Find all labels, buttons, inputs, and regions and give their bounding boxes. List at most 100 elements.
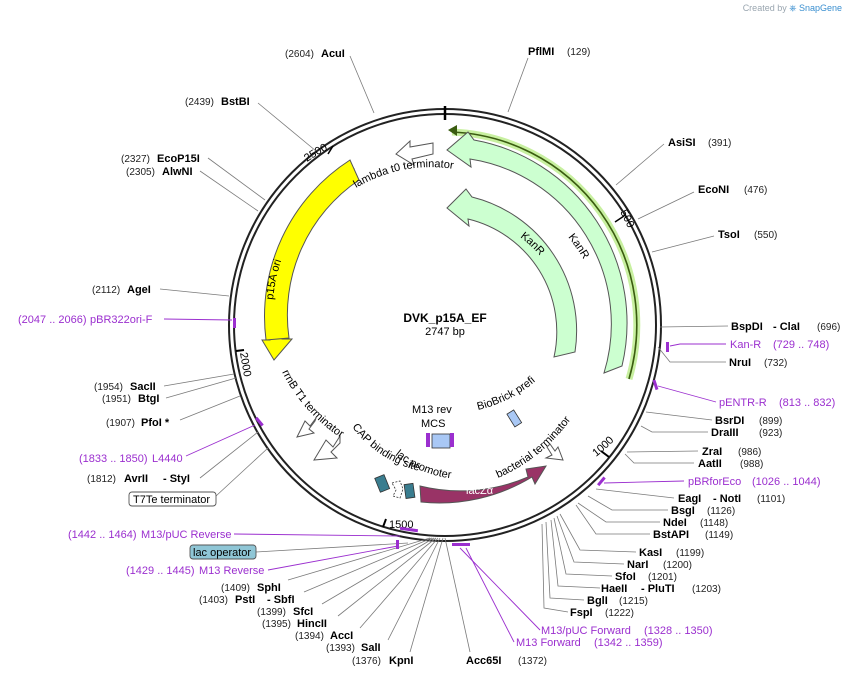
site-aatii[interactable]: AatII (988) (698, 458, 763, 470)
primer-m13puc-forward[interactable]: M13/pUC Forward (1328 .. 1350) (541, 625, 713, 637)
leader-brui (657, 346, 726, 363)
feature-lambda-t0-terminator[interactable] (395, 139, 434, 167)
feature-mcs-block[interactable] (431, 433, 451, 449)
site-bsrdi[interactable]: BsrDI (899) (715, 415, 782, 427)
site-avrii-styi[interactable]: (1812) AvrII - StyI (87, 473, 190, 485)
site-psti-sbfi[interactable]: (1403) PstI - SbfI (199, 594, 295, 606)
site-sali[interactable]: (1393) SalI (326, 642, 381, 654)
site-agei[interactable]: (2112) AgeI (92, 284, 151, 296)
svg-text:ZraI: ZraI (702, 446, 722, 458)
svg-text:M13/pUC Reverse: M13/pUC Reverse (141, 529, 231, 541)
svg-text:(1126): (1126) (707, 506, 735, 517)
leader-bsrdi (645, 411, 713, 421)
site-sphi[interactable]: (1409) SphI (221, 582, 281, 594)
site-bstapi[interactable]: BstAPI (1149) (653, 529, 733, 541)
primer-pbrforeco[interactable]: pBRforEco (1026 .. 1044) (688, 476, 821, 488)
primer-m13-reverse[interactable]: (1429 .. 1445) M13 Reverse (126, 565, 264, 577)
feature-cap-binding-block[interactable] (374, 474, 391, 493)
site-pfoi[interactable]: (1907) PfoI * (106, 417, 170, 429)
feature-kanr-outer[interactable] (446, 131, 628, 374)
label-lacz-alpha: lacZα (466, 485, 494, 497)
tick-label-2000: 2000 (237, 351, 253, 377)
site-acci[interactable]: (1394) AccI (295, 630, 353, 642)
site-bgli[interactable]: BglI (1215) (587, 595, 648, 607)
feature-kanr-inner[interactable] (446, 188, 578, 358)
primer-pbr322ori-f[interactable]: (2047 .. 2066) pBR322ori-F (18, 314, 153, 326)
leader-eagi (595, 488, 675, 499)
plasmid-name: DVK_p15A_EF (403, 311, 486, 325)
svg-text:(1149): (1149) (705, 530, 733, 541)
leader-kpni (409, 537, 444, 653)
primer-m13-forward[interactable]: M13 Forward (1342 .. 1359) (516, 637, 663, 649)
box-lac-operator[interactable]: lac operator (189, 544, 257, 560)
svg-text:BglI: BglI (587, 595, 608, 607)
feature-lacz-alpha[interactable] (419, 465, 547, 504)
site-pflmi[interactable]: PflMI (129) (528, 46, 590, 58)
site-acui[interactable]: (2604) AcuI (285, 48, 345, 60)
svg-text:(2327): (2327) (121, 154, 150, 165)
svg-text:(1215): (1215) (619, 596, 648, 607)
svg-text:(696): (696) (817, 322, 840, 333)
site-sacii[interactable]: (1954) SacII (94, 381, 156, 393)
leader-primer-m13-rev (267, 545, 399, 571)
site-ndei[interactable]: NdeI (1148) (663, 517, 728, 529)
leader-agei (159, 288, 230, 297)
box-t7te-terminator[interactable]: T7Te terminator (128, 491, 217, 507)
svg-text:(476): (476) (744, 185, 767, 196)
leader-asisi (615, 143, 665, 186)
svg-text:(391): (391) (708, 138, 731, 149)
site-nrui[interactable]: NruI (732) (729, 357, 787, 369)
leader-psti (303, 537, 433, 593)
svg-text:BsgI: BsgI (671, 505, 695, 517)
svg-text:(1222): (1222) (605, 608, 634, 619)
svg-text:- NotI: - NotI (713, 493, 741, 505)
svg-text:- SbfI: - SbfI (267, 594, 295, 606)
site-nari[interactable]: NarI (1200) (627, 559, 692, 571)
site-hincii[interactable]: (1395) HincII (262, 618, 327, 630)
feature-lac-promoter-arrow[interactable] (391, 480, 404, 499)
primer-m13puc-reverse[interactable]: (1442 .. 1464) M13/pUC Reverse (68, 529, 231, 541)
svg-text:L4440: L4440 (152, 453, 183, 465)
site-sfoi[interactable]: SfoI (1201) (615, 571, 677, 583)
svg-text:pBRforEco: pBRforEco (688, 476, 741, 488)
site-bspdi-clai[interactable]: BspDI - ClaI (696) (731, 321, 840, 333)
site-zrai[interactable]: ZraI (986) (702, 446, 761, 458)
site-bsgi[interactable]: BsgI (1126) (671, 505, 735, 517)
site-eagi-noti[interactable]: EagI - NotI (1101) (678, 493, 785, 505)
primer-pentr-r[interactable]: pENTR-R (813 .. 832) (719, 397, 835, 409)
leader-draiii (640, 425, 708, 433)
tick-label-2500: 2500 (302, 142, 329, 165)
feature-rrnb-arrow-large[interactable] (313, 434, 341, 461)
site-econi[interactable]: EcoNI (476) (698, 184, 767, 196)
site-asisi[interactable]: AsiSI (391) (668, 137, 731, 149)
leader-bgli (545, 521, 585, 601)
leader-tsoi (651, 235, 715, 253)
site-ecop15i[interactable]: (2327) EcoP15I (121, 153, 200, 165)
svg-text:SacII: SacII (130, 381, 156, 393)
site-acc65i[interactable]: Acc65I (1372) (466, 655, 547, 667)
leader-lac-operator (255, 542, 409, 553)
site-alwni[interactable]: (2305) AlwNI (126, 166, 193, 178)
svg-text:AlwNI: AlwNI (162, 166, 193, 178)
leader-primer-pbr322 (163, 318, 233, 321)
label-m13-rev: M13 rev (412, 404, 452, 416)
site-sfci[interactable]: (1399) SfcI (257, 606, 313, 618)
feature-bacterial-terminator[interactable] (544, 443, 564, 461)
site-tsoi[interactable]: TsoI (550) (718, 229, 777, 241)
primer-kan-r[interactable]: Kan-R (729 .. 748) (730, 339, 829, 351)
site-draiii[interactable]: DraIII (923) (711, 427, 782, 439)
snapgene-credit: Created by ⎈ SnapGene (743, 3, 842, 14)
feature-lac-operator-block[interactable] (403, 482, 416, 499)
site-btgi[interactable]: (1951) BtgI (102, 393, 159, 405)
site-fspi[interactable]: FspI (1222) (570, 607, 634, 619)
primer-l4440[interactable]: (1833 .. 1850) L4440 (79, 453, 183, 465)
svg-text:(1399): (1399) (257, 607, 286, 618)
site-haeii-pluti[interactable]: HaeII - PluTI (1203) (601, 583, 721, 595)
site-kasi[interactable]: KasI (1199) (639, 547, 704, 559)
feature-biobrick-prefix[interactable] (506, 409, 523, 428)
svg-text:(986): (986) (738, 447, 761, 458)
feature-rrnb-arrow-small[interactable] (296, 417, 317, 438)
site-kpni[interactable]: (1376) KpnI (352, 655, 413, 667)
site-bstbi[interactable]: (2439) BstBI (185, 96, 250, 108)
